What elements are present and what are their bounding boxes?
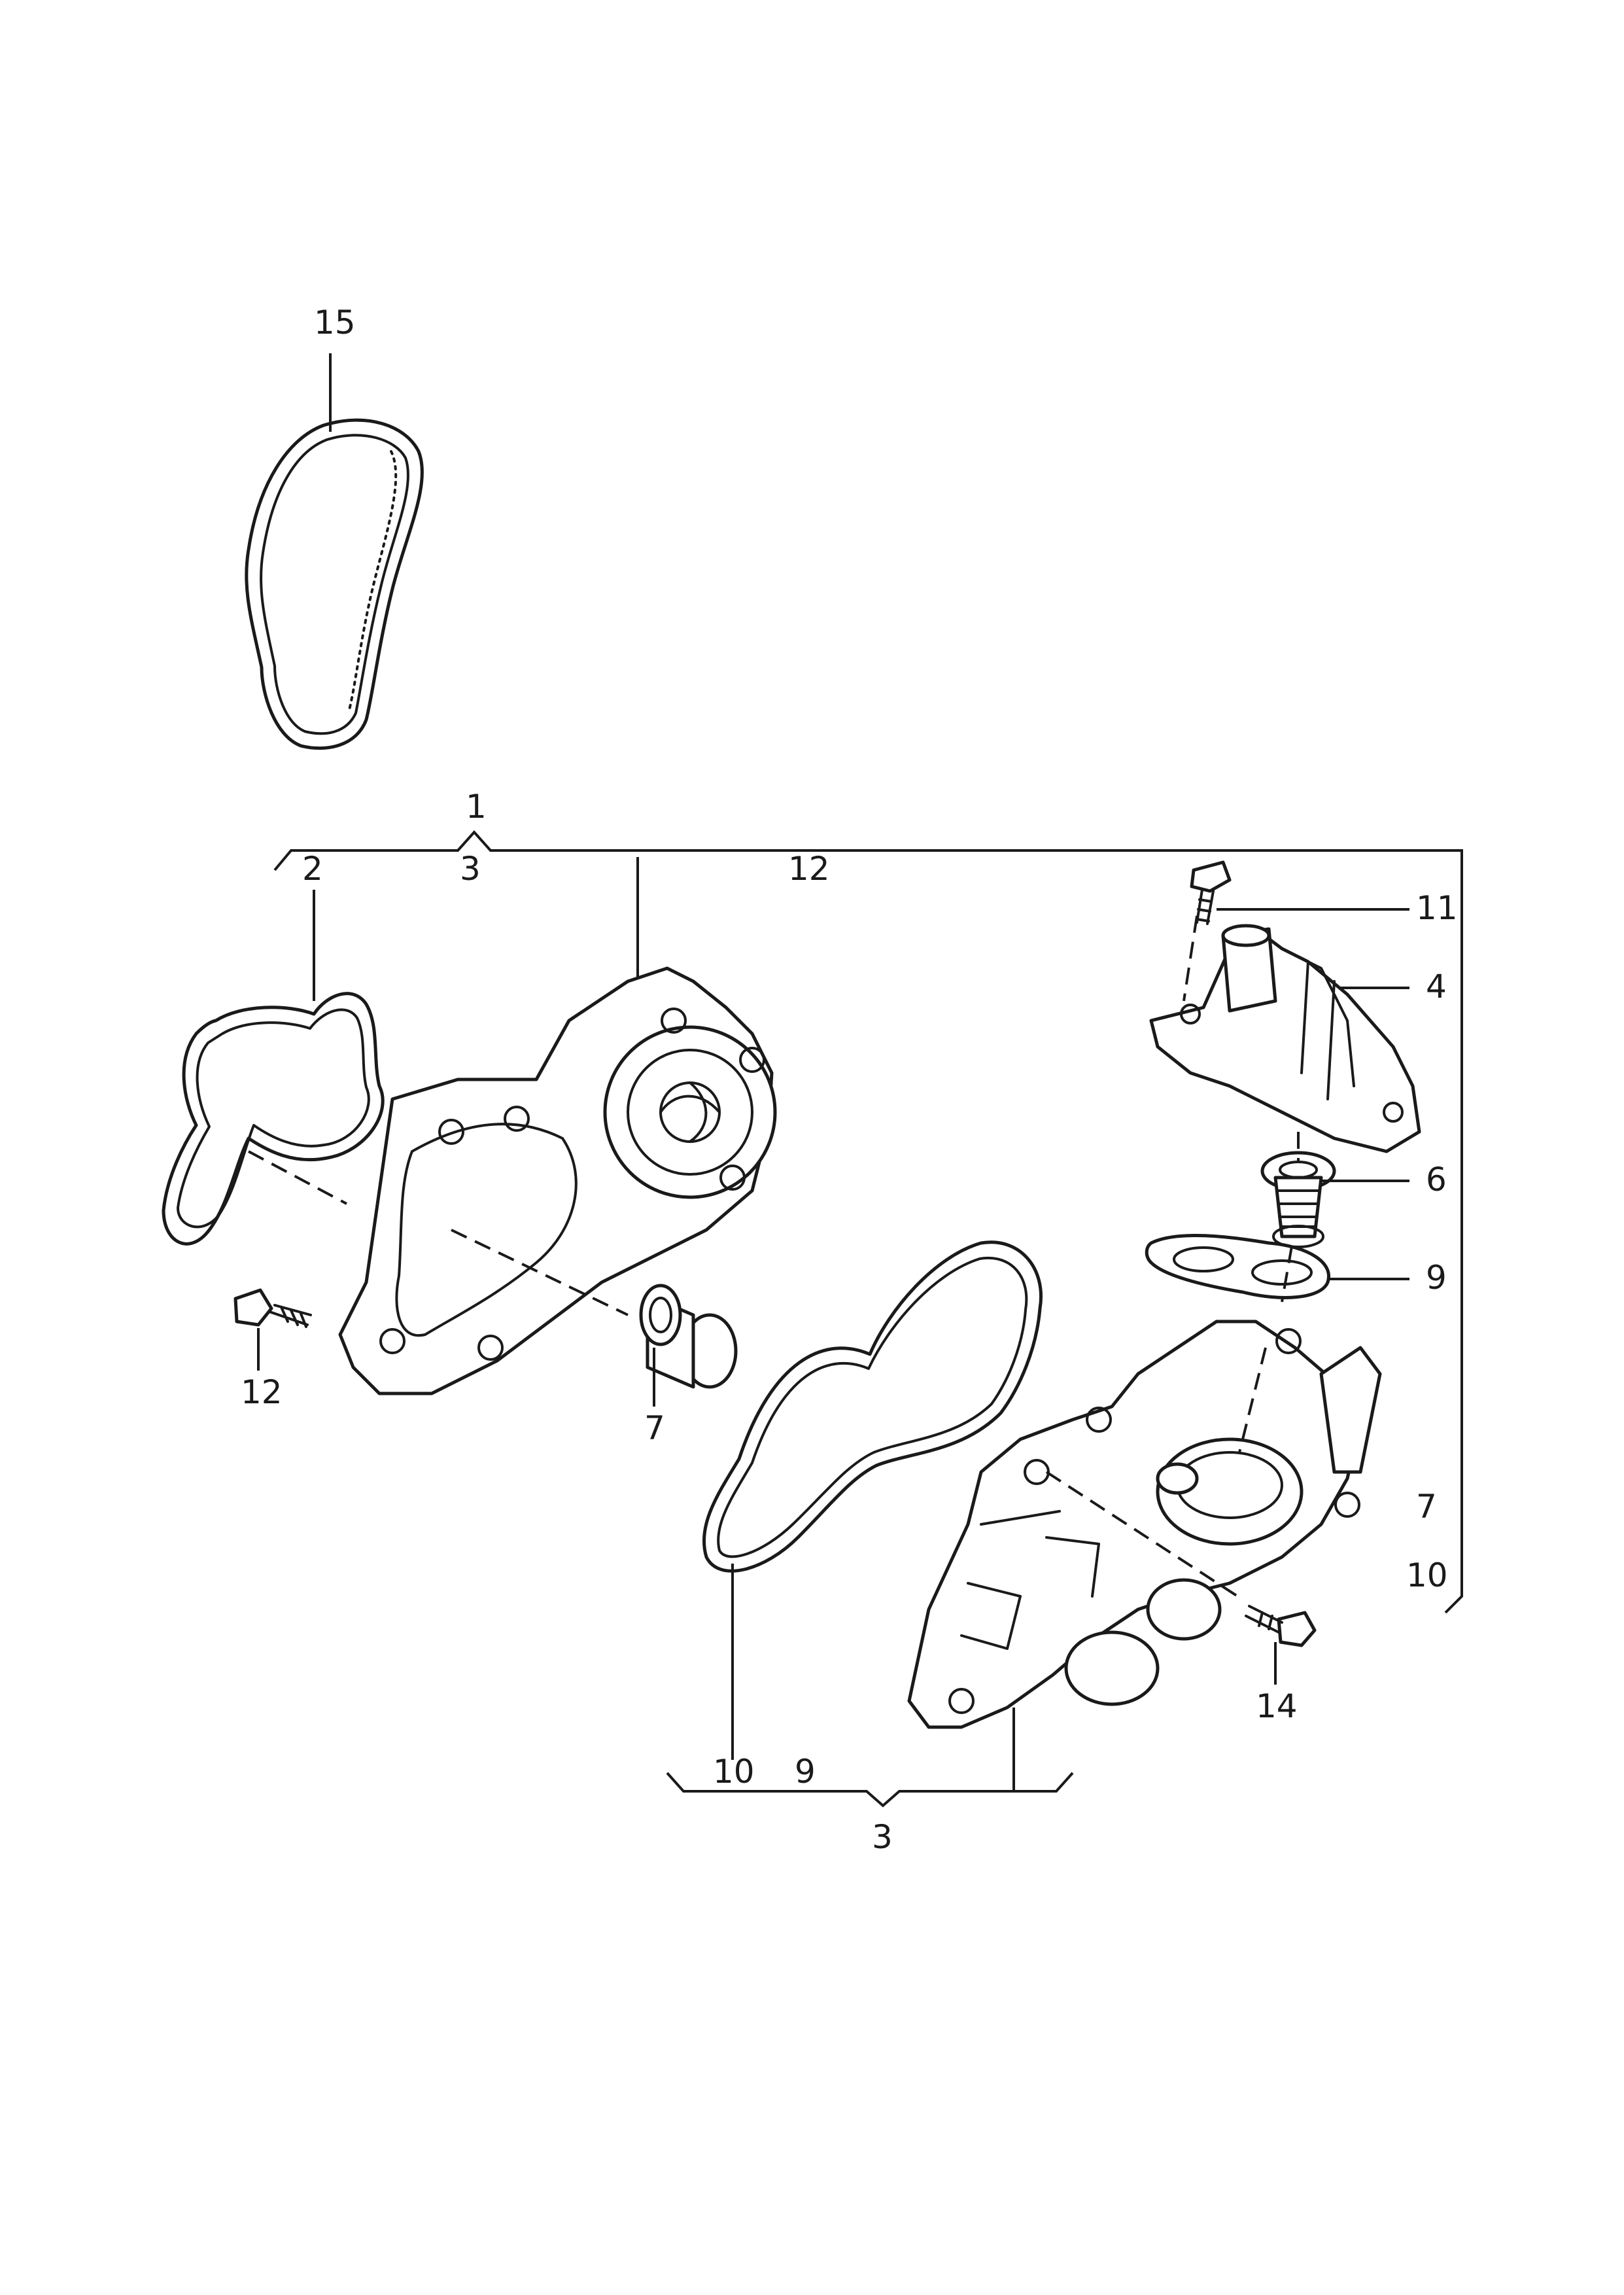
callout-side-10: 10: [1406, 1556, 1448, 1594]
callout-belt: 15: [314, 304, 356, 342]
gasket-left-drawing: [162, 992, 385, 1246]
screw-top-drawing: [1190, 860, 1232, 925]
callout-thermostat-housing: 4: [1426, 968, 1447, 1006]
assembly-lines: [248, 915, 1300, 1601]
callout-bolt-left: 12: [241, 1373, 283, 1411]
callout-group-top-right: 12: [788, 850, 830, 888]
callout-bolt-right: 14: [1256, 1687, 1298, 1725]
bolt-right-drawing: [1245, 1605, 1317, 1647]
callout-screw-top: 11: [1416, 889, 1458, 927]
group-bracket-bottom: [666, 1772, 1074, 1808]
callout-bottom-3: 3: [872, 1818, 893, 1856]
thermostat-housing-drawing: [1149, 924, 1421, 1153]
group-bracket-top: [273, 830, 1463, 1614]
thermostat-drawing: [1260, 1151, 1336, 1248]
plug-left-drawing: [639, 1284, 738, 1389]
water-pump-right-drawing: [907, 1320, 1382, 1729]
callout-group-top-sub: 3: [460, 850, 481, 888]
water-pump-left-drawing: [338, 966, 777, 1395]
callout-bottom-10: 10: [713, 1753, 755, 1791]
seal-ring-drawing: [1145, 1233, 1330, 1299]
callout-group-top: 1: [466, 788, 487, 826]
callout-gasket-left: 2: [302, 850, 323, 888]
callout-seal-ring: 9: [1426, 1259, 1447, 1297]
callout-bottom-9: 9: [795, 1753, 816, 1791]
bolt-left-drawing: [233, 1288, 312, 1328]
callout-labels: 15 1 3 12 2 11 4 6 9 12 7 7 10 14 10 9 3: [241, 304, 1458, 1856]
leader-lines: [257, 353, 1409, 1791]
callout-thermostat: 6: [1426, 1161, 1447, 1199]
callout-plug-left: 7: [644, 1409, 665, 1447]
callout-side-7: 7: [1416, 1488, 1437, 1526]
drive-belt-drawing: [245, 418, 424, 750]
